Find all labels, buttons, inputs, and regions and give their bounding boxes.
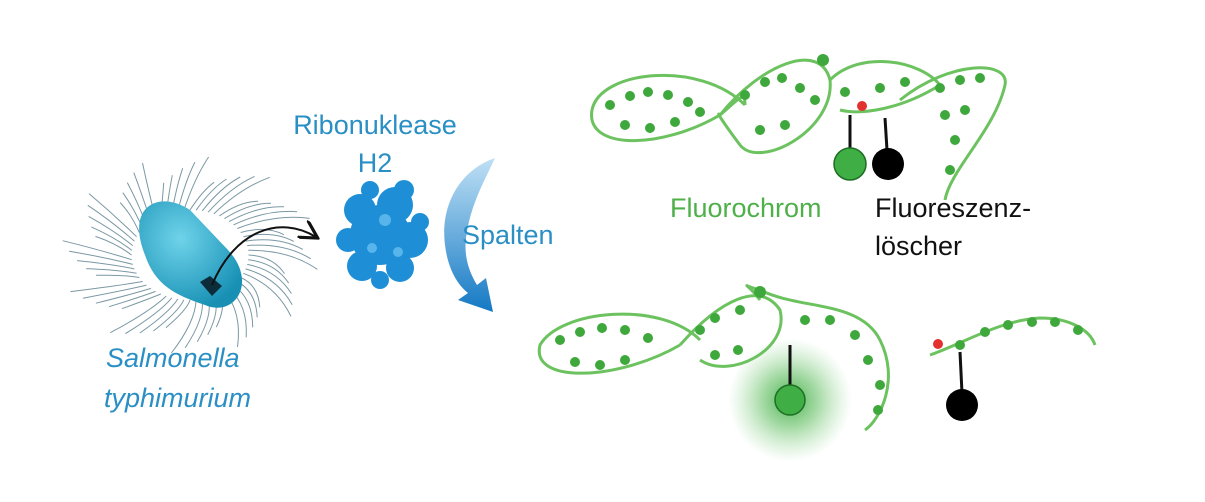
free-fluorophore-icon bbox=[774, 384, 806, 416]
bacterium-icon bbox=[62, 156, 318, 354]
cleaved-fragment-fluorophore bbox=[537, 284, 890, 462]
free-quencher-icon bbox=[946, 389, 978, 421]
quencher-label-line2: löscher bbox=[875, 231, 963, 261]
enzyme-label-line2: H2 bbox=[357, 148, 393, 178]
organism-label-line1: Salmonella bbox=[106, 343, 240, 373]
organism-label-line2: typhimurium bbox=[104, 383, 252, 413]
secretion-arrow bbox=[211, 227, 316, 286]
cleave-arrow-icon bbox=[444, 158, 495, 312]
cleaved-fragment-quencher bbox=[929, 316, 1097, 421]
fluorophore-icon bbox=[833, 147, 867, 181]
quencher-icon bbox=[872, 148, 904, 180]
rna-probe-icon bbox=[590, 54, 1007, 201]
enzyme-label-line1: Ribonuklease bbox=[293, 110, 457, 140]
cleavage-site-icon bbox=[857, 101, 867, 111]
fluorophore-label: Fluorochrom bbox=[670, 193, 822, 223]
enzyme-structure-icon bbox=[336, 180, 429, 289]
quencher-label-line1: Fluoreszenz- bbox=[875, 193, 1032, 223]
cleave-label: Spalten bbox=[462, 220, 554, 250]
